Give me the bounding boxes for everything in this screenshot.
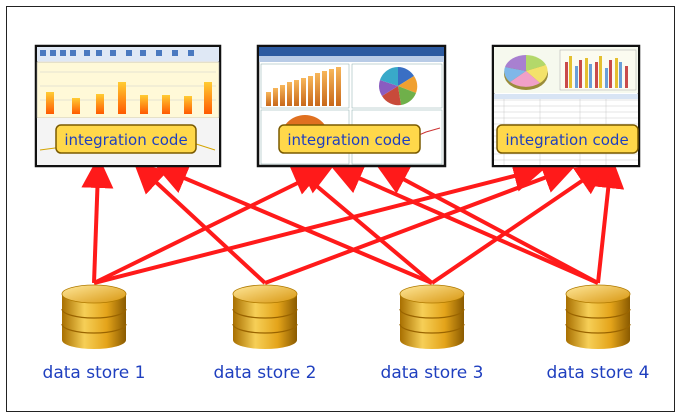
connection-arrow-store1-3: [93, 160, 546, 285]
database-icon-2: [232, 284, 298, 349]
connection-arrow-store2-2: [264, 162, 575, 285]
integration-code-text-1: integration code: [64, 131, 187, 149]
integration-code-text-3: integration code: [505, 131, 628, 149]
data-store-label-1: data store 1: [43, 363, 146, 383]
connection-arrow-store3-3: [430, 162, 609, 285]
data-store-label-2: data store 2: [214, 363, 317, 383]
integration-code-label-2: integration code: [278, 124, 421, 154]
data-store-label-4: data store 4: [547, 363, 650, 383]
data-store-label-3: data store 3: [381, 363, 484, 383]
connection-arrow-store3-1: [155, 163, 433, 285]
database-icon-3: [399, 284, 465, 349]
arrow-group: [81, 156, 625, 285]
integration-code-label-1: integration code: [55, 124, 197, 154]
connection-arrow-store4-3: [592, 156, 625, 284]
integration-code-text-2: integration code: [287, 131, 410, 149]
integration-code-label-3: integration code: [496, 124, 639, 154]
connection-arrow-store3-2: [287, 161, 434, 285]
database-icon-1: [61, 284, 127, 349]
database-icon-4: [565, 284, 631, 349]
connection-arrow-store4-2: [375, 164, 599, 285]
connection-arrow-store1-1: [81, 156, 114, 284]
